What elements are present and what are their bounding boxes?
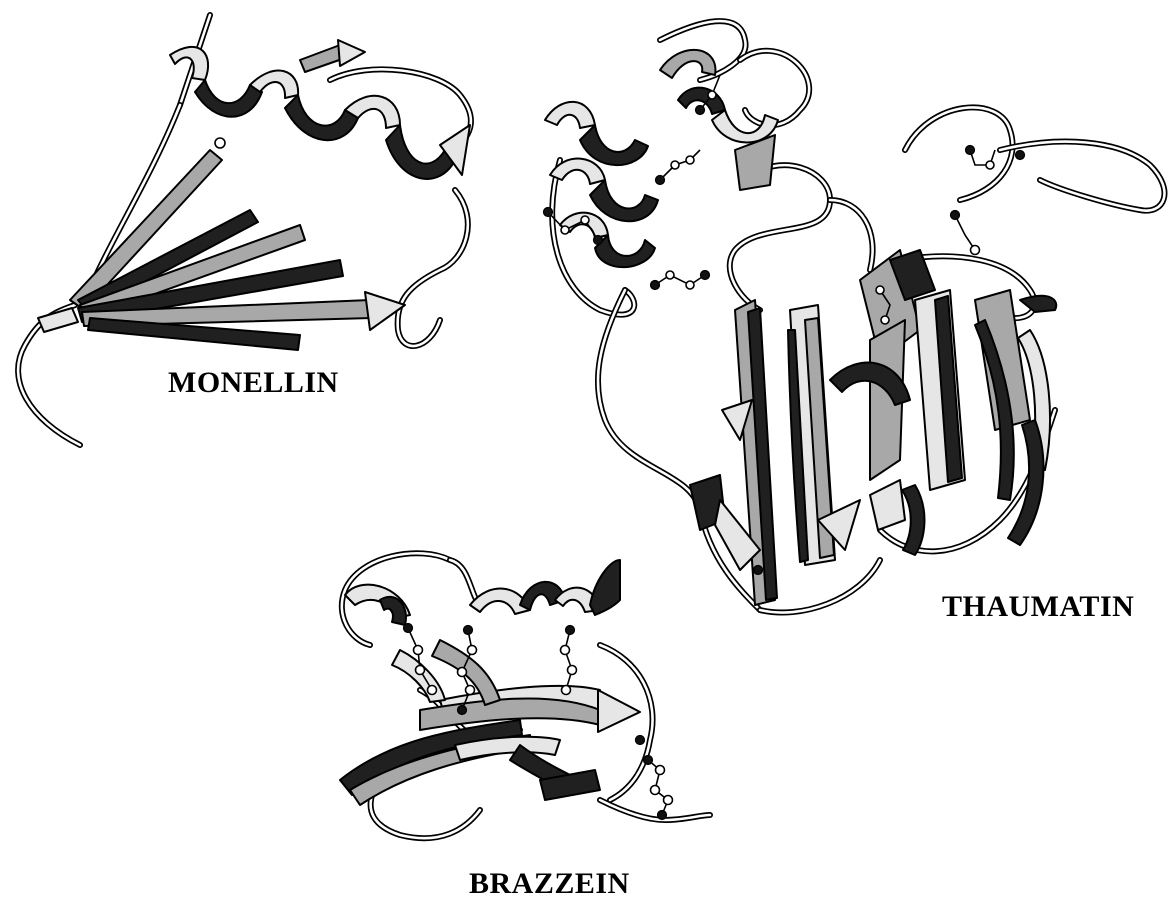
monellin-label: MONELLIN [168, 366, 339, 400]
thaumatin-label: THAUMATIN [942, 590, 1134, 624]
thaumatin-structure [544, 21, 1165, 612]
brazzein-structure [340, 553, 710, 838]
brazzein-label: BRAZZEIN [469, 867, 630, 901]
